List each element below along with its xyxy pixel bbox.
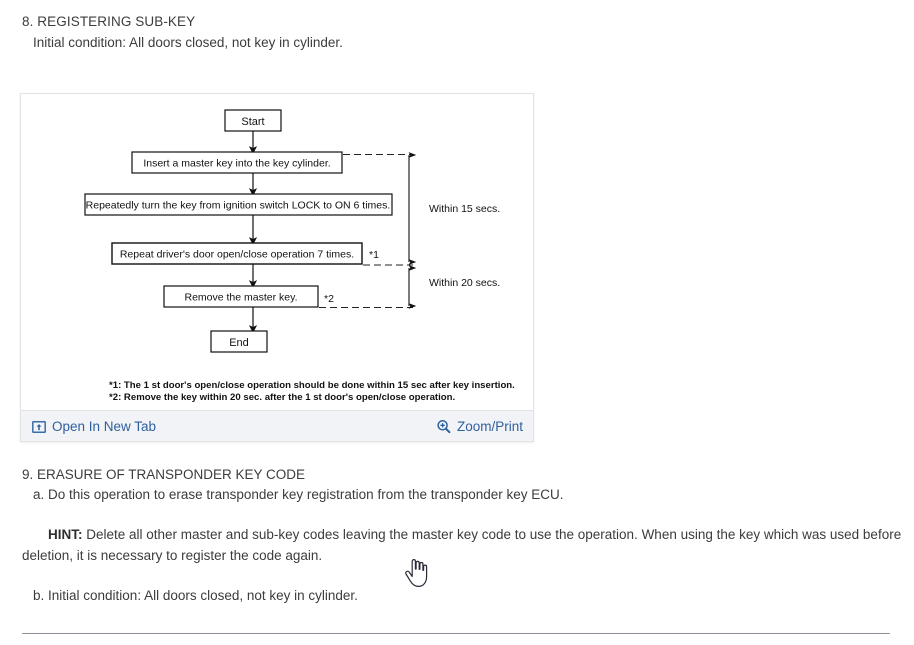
flowchart-figure[interactable]: Start Insert a master key into the key c… [21,94,533,409]
flow-node-end: End [210,330,268,353]
dimension-20-secs: Within 20 secs. [408,265,500,309]
flow-node-step1: Insert a master key into the key cylinde… [131,151,343,174]
flow-marker-1: *1 [369,249,379,261]
section-8-initial-condition: Initial condition: All doors closed, not… [33,35,343,50]
figure-note-1: *1: The 1 st door's open/close operation… [109,380,515,391]
section-9-hint: HINT: Delete all other master and sub-ke… [22,524,902,566]
page-divider [22,633,890,634]
figure-footer-bar: Open In New Tab Zoom/Print [21,410,533,441]
magnifier-plus-icon [436,419,451,434]
dimension-label-15: Within 15 secs. [429,203,500,215]
figure-notes: *1: The 1 st door's open/close operation… [109,380,515,403]
section-9-item-b: b. Initial condition: All doors closed, … [33,588,358,603]
open-in-new-tab-button[interactable]: Open In New Tab [32,411,156,442]
open-in-new-tab-label: Open In New Tab [52,419,157,434]
dimension-15-secs: Within 15 secs. [408,152,500,265]
hint-text: Delete all other master and sub-key code… [22,527,902,563]
section-8-heading: 8. REGISTERING SUB-KEY [22,14,196,29]
hint-label: HINT: [48,527,83,542]
flow-marker-2: *2 [324,293,334,305]
dimension-leaders [319,154,413,308]
svg-text:Repeat driver's door open/clos: Repeat driver's door open/close operatio… [120,249,354,261]
dimension-label-20: Within 20 secs. [429,277,500,289]
svg-text:Start: Start [241,116,264,128]
flow-node-start: Start [224,109,282,132]
svg-text:Remove the master key.: Remove the master key. [184,292,297,304]
open-in-new-tab-icon [32,420,46,434]
figure-note-2: *2: Remove the key within 20 sec. after … [109,392,455,403]
flow-node-step4: Remove the master key. *2 [163,285,334,308]
svg-text:Repeatedly turn the key from i: Repeatedly turn the key from ignition sw… [86,200,391,212]
section-9-heading: 9. ERASURE OF TRANSPONDER KEY CODE [22,467,306,482]
svg-text:End: End [229,337,249,349]
zoom-print-button[interactable]: Zoom/Print [436,411,523,442]
flow-node-step3: Repeat driver's door open/close operatio… [111,242,379,265]
figure-card: Start Insert a master key into the key c… [20,93,534,442]
zoom-print-label: Zoom/Print [456,419,523,434]
section-9-item-a: a. Do this operation to erase transponde… [33,487,564,502]
svg-text:Insert a master key into the k: Insert a master key into the key cylinde… [143,158,330,170]
flow-node-step2: Repeatedly turn the key from ignition sw… [84,193,393,216]
